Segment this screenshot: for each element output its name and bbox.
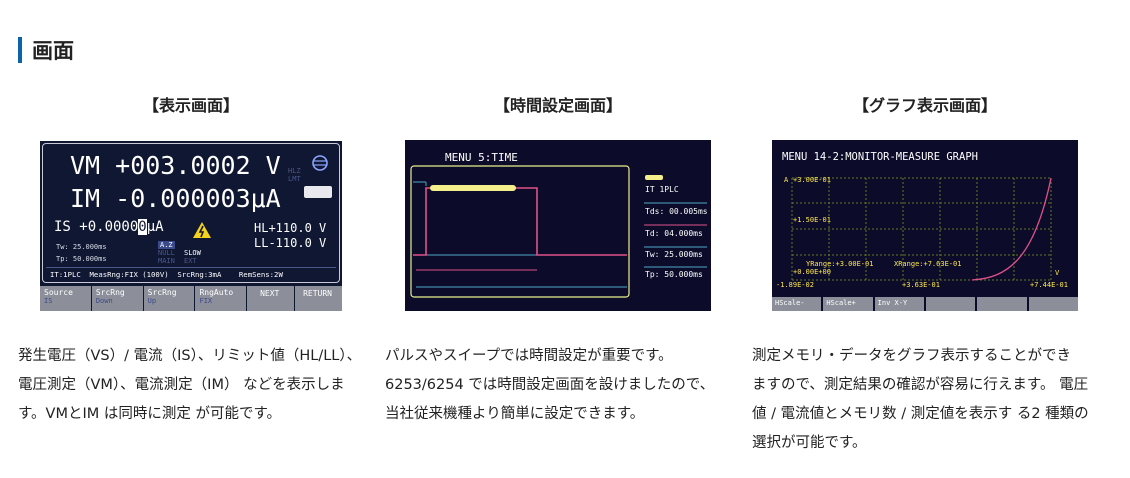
tp-value: Tp: 50.000ms [56,255,107,263]
x-mid-label: +3.63E-01 [902,281,940,289]
x-axis-unit: V [1055,269,1060,277]
td-value: Td: 04.000ms [645,229,703,238]
display-screen-title: 【表示画面】 [142,96,239,115]
output-indicator [304,186,332,198]
invert-xy-button[interactable]: Inv X-Y [874,297,924,311]
main-label: MAIN [158,257,175,265]
src-range-up-sub: Up [147,297,157,305]
az-badge: A.Z [158,241,175,249]
section-title: 画面 [32,39,74,63]
vm-readout: VM +003.0002 V [70,151,281,180]
tw-value: Tw: 25.000ms [645,250,703,259]
warning-icon [193,222,211,238]
y-top-label: +3.00E-01 [793,176,831,184]
y-axis-unit: A [784,176,789,184]
y-bottom-label: +0.00E+00 [793,268,831,276]
im-readout: IM -0.000003μA [70,184,281,213]
display-frame [42,143,340,283]
x-right-label: +7.44E-01 [1030,281,1068,289]
range-auto-sub: FIX [199,297,213,305]
slow-badge: SLOW [184,249,201,257]
hl-limit: HL+110.0 V [254,221,327,235]
is-cursor: 0 [138,219,147,235]
display-screen-description: 発生電圧（VS）/ 電流（IS）、リミット値（HL/LL）、電圧測定（VM）、電… [18,348,362,422]
graph-function-key-row: HScale- HScale+ Inv X-Y [772,297,1078,311]
graph-screen-image: MENU 14-2:MONITOR-MEASURE GRAPH A +3.00E… [772,140,1078,311]
ext-label: EXT [184,257,197,265]
src-range-down-sub: Down [95,297,113,305]
src-range-up-label: SrcRng [147,288,177,297]
tds-value: Tds: 00.005ms [645,207,708,216]
yrange-label: YRange:+3.00E-01 [806,260,874,268]
lock-icon [312,155,328,171]
section-heading: 画面 [18,36,74,64]
tp-value: Tp: 50.000ms [645,270,703,279]
monitor-measure-graph [791,177,1052,281]
next-button[interactable]: NEXT [247,286,295,311]
status-divider [46,267,336,268]
time-screen-description: パルスやスイープでは時間設定が重要です。6253/6254 では時間設定画面を設… [385,348,715,422]
pulse-timing-diagram [410,165,707,298]
time-screen-image: MENU 5:TIME IT 1PLC Tds: 00.005ms Td: 04… [405,140,711,311]
section-accent-bar [18,37,22,63]
null-label: NULL [158,249,175,257]
y-mid-label: +1.50E-01 [793,216,831,224]
is-unit: μA [146,219,164,235]
ll-limit: LL-110.0 V [254,236,327,250]
status-line: IT:1PLC MeasRng:FIX (100V) SrcRng:3mA Re… [50,270,283,279]
src-range-down-label: SrcRng [95,288,125,297]
tw-value: Tw: 25.000ms [56,243,107,251]
function-key-4[interactable] [925,297,976,311]
source-button-sub: IS [44,297,53,305]
range-auto-label: RngAuto [199,288,234,297]
it-value: IT 1PLC [645,185,679,194]
time-screen-title: 【時間設定画面】 [493,96,622,115]
function-key-5[interactable] [977,297,1027,311]
function-key-6[interactable] [1028,297,1078,311]
is-setting: IS +0.00000μA [54,219,164,235]
hscale-plus-button[interactable]: HScale+ [823,297,873,311]
graph-menu-title: MENU 14-2:MONITOR-MEASURE GRAPH [782,151,978,163]
x-left-label: -1.89E-02 [776,281,814,289]
hscale-minus-button[interactable]: HScale- [772,297,822,311]
hlz-label: HLZ [288,167,301,175]
display-screen-image: VM +003.0002 V IM -0.000003μA HLZ LMT IS… [40,141,342,311]
is-value: IS +0.0000 [54,219,139,235]
graph-screen-description: 測定メモリ・データをグラフ表示することができ ますので、測定結果の確認が容易に行… [752,348,1089,451]
xrange-label: XRange:+7.63E-01 [894,260,962,268]
time-menu-title: MENU 5:TIME [445,151,518,164]
lmt-label: LMT [288,175,301,183]
graph-screen-title: 【グラフ表示画面】 [852,96,997,115]
source-button-label: Source [44,288,73,297]
return-button[interactable]: RETURN [295,286,342,311]
